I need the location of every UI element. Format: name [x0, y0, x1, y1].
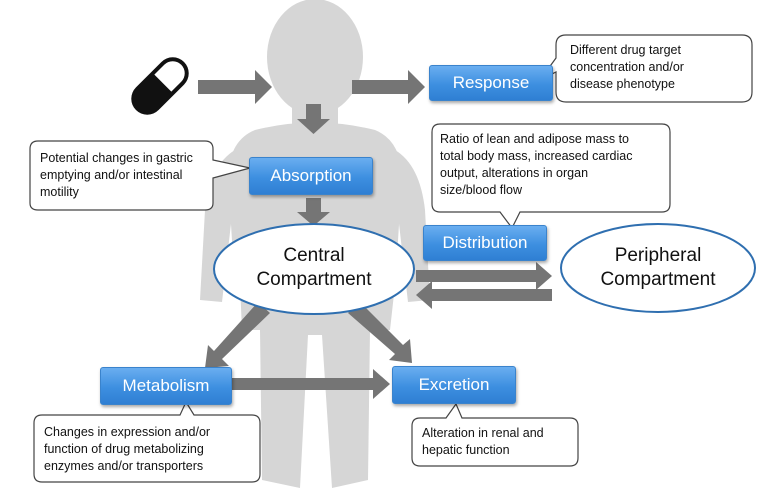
callout-excretion-shape	[411, 402, 579, 467]
central-line1: Central	[283, 245, 345, 266]
central-compartment-ellipse	[213, 223, 415, 315]
callout-line: Potential changes in gastric	[40, 151, 193, 165]
callout-line: total body mass, increased cardiac	[440, 149, 633, 163]
excretion-box: Excretion	[392, 366, 516, 404]
arrow-absorption-to-central	[297, 198, 330, 226]
arrow-peripheral-to-central	[416, 281, 552, 309]
callout-line: Different drug target	[570, 43, 681, 57]
callout-metabolism-shape	[33, 400, 261, 483]
callout-line: size/blood flow	[440, 183, 522, 197]
callout-line: hepatic function	[422, 443, 510, 457]
callout-line: Alteration in renal and	[422, 426, 544, 440]
distribution-box: Distribution	[423, 225, 547, 261]
callout-line: motility	[40, 185, 79, 199]
distribution-label: Distribution	[442, 233, 528, 252]
central-line2: Compartment	[256, 269, 372, 290]
callout-distribution-shape	[431, 123, 671, 230]
callout-line: emptying and/or intestinal	[40, 168, 183, 182]
callout-response-shape	[539, 34, 753, 103]
callout-response-text: Different drug target concentration and/…	[570, 42, 748, 93]
pill-half-light	[154, 61, 185, 92]
silhouette-legs	[240, 285, 395, 488]
arrow-down-to-absorption	[297, 104, 330, 134]
arrow-metabolism-to-excretion	[232, 369, 390, 399]
callout-line: Ratio of lean and adipose mass to	[440, 132, 630, 146]
flow-arrows	[198, 70, 552, 399]
callout-absorption-text: Potential changes in gastric emptying an…	[40, 150, 212, 201]
arrow-central-to-metabolism	[205, 302, 270, 368]
pill-capsule-icon	[131, 57, 189, 115]
response-box: Response	[429, 65, 553, 101]
pill-outline	[131, 57, 189, 115]
central-compartment-label: Central Compartment	[234, 244, 394, 292]
peripheral-compartment-label: Peripheral Compartment	[578, 244, 738, 292]
metabolism-box: Metabolism	[100, 367, 232, 405]
callout-distribution-text: Ratio of lean and adipose mass to total …	[440, 131, 668, 199]
callout-line: function of drug metabolizing	[44, 442, 204, 456]
absorption-label: Absorption	[270, 166, 352, 185]
arrow-central-to-peripheral	[416, 262, 552, 290]
callout-absorption-shape	[29, 140, 251, 211]
arrow-pill-to-body	[198, 70, 272, 104]
callout-line: enzymes and/or transporters	[44, 459, 204, 473]
callout-excretion-text: Alteration in renal and hepatic function	[422, 425, 576, 459]
response-label: Response	[452, 73, 530, 92]
excretion-label: Excretion	[418, 375, 490, 394]
peripheral-line2: Compartment	[600, 269, 716, 290]
silhouette-head	[267, 0, 363, 115]
callout-line: Changes in expression and/or	[44, 425, 211, 439]
absorption-box: Absorption	[249, 157, 373, 195]
peripheral-compartment-ellipse	[560, 223, 756, 313]
arrow-central-to-excretion	[348, 302, 412, 363]
callout-line: output, alterations in organ	[440, 166, 589, 180]
callouts	[29, 34, 753, 483]
arrow-to-response	[352, 70, 425, 104]
peripheral-line1: Peripheral	[614, 245, 702, 266]
callout-metabolism-text: Changes in expression and/or function of…	[44, 424, 258, 475]
metabolism-label: Metabolism	[122, 376, 210, 395]
callout-line: concentration and/or	[570, 60, 684, 74]
callout-line: disease phenotype	[570, 77, 675, 91]
